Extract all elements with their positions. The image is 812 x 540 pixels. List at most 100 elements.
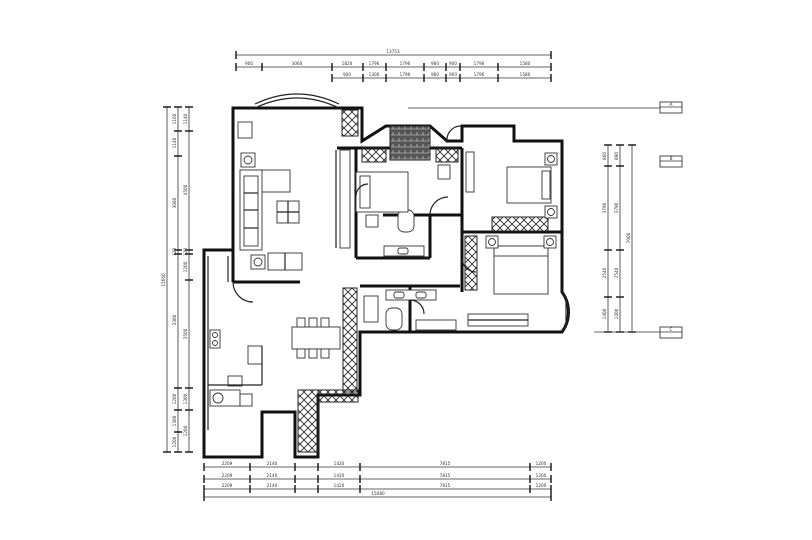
left2-dim-6: 1300: [183, 393, 188, 404]
bottom-dimension-lines: 2209 2140 1420 7815 1200 2209 2140 1420 …: [203, 461, 552, 501]
tv-cabinet: [339, 149, 351, 249]
bottom-dim-1: 2209: [222, 461, 233, 466]
right-dim-1: 860: [602, 152, 607, 160]
wardrobe-top-1: [361, 147, 387, 163]
bottom3-dim-3: 1420: [334, 483, 345, 488]
fridge: [247, 345, 263, 365]
kitchen-sink: [227, 375, 243, 387]
hatched-wardrobes: [297, 109, 549, 453]
section-tag-a: [659, 101, 683, 114]
left2-dim-4: 1200: [183, 261, 188, 272]
right-dim-3: 2540: [602, 267, 607, 278]
top-dim-8: 1796: [474, 61, 485, 66]
bottom-dim-3: 1420: [334, 461, 345, 466]
top2-dim-1: 900: [343, 72, 351, 77]
chair: [296, 317, 306, 328]
top-dim-4: 1796: [369, 61, 380, 66]
chair: [296, 348, 306, 359]
left-dim-8: 1200: [172, 436, 177, 447]
toilet-2: [385, 307, 403, 331]
left-dim-7: 1300: [172, 415, 177, 426]
desk: [465, 151, 475, 193]
section-tag-b: [659, 155, 683, 168]
top-dim-1: 900: [245, 61, 253, 66]
bottom2-dim-4: 7815: [440, 473, 451, 478]
top-dim-7: 900: [449, 61, 457, 66]
top2-dim-3: 1796: [400, 72, 411, 77]
section-tag-b-label: B: [670, 156, 673, 161]
top-dim-2: 3060: [292, 61, 303, 66]
right-dim-2: 3790: [602, 202, 607, 213]
doors: [232, 125, 477, 315]
chair: [320, 348, 330, 359]
bedroom-furniture: [355, 151, 570, 333]
top2-dim-6: 1796: [474, 72, 485, 77]
left-dim-1: 1160: [172, 113, 177, 124]
top-dimension-lines: 13753 900 3060 1820 1796 1796 960 900 17…: [235, 49, 552, 82]
bottom-dim-4: 7815: [440, 461, 451, 466]
living-room-furniture: [237, 121, 351, 271]
dining-table: [291, 326, 341, 350]
storage-cabinet: [237, 121, 253, 139]
bathroom-furniture: [363, 209, 457, 331]
left-dim-4: 120: [172, 248, 177, 256]
section-tags: A B C: [408, 101, 683, 339]
left-dim-6: 1200: [172, 393, 177, 404]
top2-dim-2: 1300: [369, 72, 380, 77]
wardrobe-lower: [297, 389, 319, 453]
bottom2-dim-1: 2209: [222, 473, 233, 478]
bottom3-dim-2: 2140: [267, 483, 278, 488]
left2-dim-7: 1200: [183, 425, 188, 436]
stove: [209, 329, 221, 349]
right-dimension-lines: 860 3790 2540 1400 890 3790 2540 1400 70…: [602, 144, 636, 333]
chair: [320, 317, 330, 328]
right-overall-dim: 7000: [626, 232, 631, 243]
toilet-1: [397, 209, 415, 233]
top2-dim-5: 900: [449, 72, 457, 77]
left-dim-3: 3080: [172, 197, 177, 208]
left-overall-dim: 15660: [161, 273, 166, 287]
shower-2: [363, 295, 379, 323]
top-dim-5: 1796: [400, 61, 411, 66]
left2-dim-3: 120: [183, 248, 188, 256]
bottom3-dim-1: 2209: [222, 483, 233, 488]
shower-1: [365, 214, 379, 228]
desk-chair: [437, 164, 451, 180]
bottom3-dim-4: 7815: [440, 483, 451, 488]
wardrobe-corridor: [342, 287, 358, 393]
bottom-dim-2: 2140: [267, 461, 278, 466]
right2-dim-3: 2540: [614, 267, 619, 278]
left-dim-2: 1140: [172, 137, 177, 148]
left-dim-5: 3300: [172, 314, 177, 325]
right2-dim-4: 1400: [614, 308, 619, 319]
top2-dim-4: 960: [431, 72, 439, 77]
wardrobe-top-2: [435, 147, 459, 163]
left-dimension-lines: 15660 1160 1140 3080 120 3300 1200 1300 …: [161, 106, 193, 453]
bottom-dim-5: 1200: [536, 461, 547, 466]
kitchen-furniture: [207, 256, 263, 430]
bay-window: [561, 291, 570, 333]
left2-dim-2: 4500: [183, 184, 188, 195]
chair: [308, 317, 318, 328]
left2-dim-1: 1140: [183, 113, 188, 124]
right2-dim-1: 890: [614, 152, 619, 160]
vanity-2: [385, 289, 437, 301]
top-dim-6: 960: [431, 61, 439, 66]
top-dim-3: 1820: [342, 61, 353, 66]
dining-furniture: [291, 317, 341, 359]
bottom2-dim-5: 1200: [536, 473, 547, 478]
bottom-overall-dim: 15080: [371, 491, 385, 496]
chair: [308, 348, 318, 359]
right2-dim-2: 3790: [614, 202, 619, 213]
bath-cabinet: [415, 319, 457, 331]
section-tag-c-label: C: [670, 327, 673, 332]
bottom2-dim-3: 1420: [334, 473, 345, 478]
wardrobe-bedroom: [491, 216, 549, 232]
section-tag-a-label: A: [670, 102, 673, 107]
top2-dim-7: 1580: [520, 72, 531, 77]
top-overall-dim: 13753: [386, 49, 400, 54]
section-tag-c: [659, 326, 683, 339]
brick-chimney: [389, 125, 431, 161]
right-dim-4: 1400: [602, 308, 607, 319]
